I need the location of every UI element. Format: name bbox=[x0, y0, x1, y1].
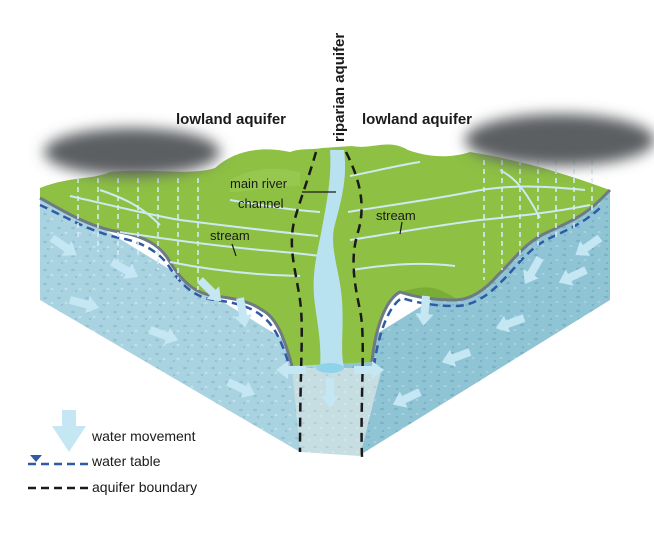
stream-right-label: stream bbox=[376, 208, 416, 223]
water-movement-arrow-icon bbox=[321, 378, 339, 408]
water-movement-arrow-icon bbox=[523, 256, 544, 284]
water-movement-arrow-icon bbox=[226, 378, 256, 398]
legend-water-movement-icon bbox=[52, 410, 86, 452]
stream-left-leader bbox=[231, 243, 237, 257]
riparian-aquifer-label: riparian aquifer bbox=[331, 33, 348, 142]
legend-aquifer-boundary-label: aquifer boundary bbox=[92, 479, 197, 495]
water-movement-arrow-icon bbox=[441, 348, 472, 367]
clouds bbox=[44, 114, 654, 176]
legend-water-movement-label: water movement bbox=[91, 428, 196, 444]
water-movement-arrow-icon bbox=[197, 277, 222, 302]
surface-hills-shade bbox=[230, 168, 300, 192]
stream-line bbox=[499, 169, 541, 219]
stream-line bbox=[229, 199, 321, 213]
aquifer-boundary-right bbox=[344, 151, 364, 459]
stream-line bbox=[169, 261, 301, 277]
leader-lines bbox=[231, 191, 403, 257]
stream-line bbox=[351, 262, 456, 271]
ground-block bbox=[40, 190, 610, 456]
stream-line bbox=[347, 185, 586, 213]
stream-line bbox=[349, 204, 591, 241]
water-movement-arrow-icon bbox=[495, 314, 526, 333]
water-table-right bbox=[372, 205, 603, 367]
water-movement-arrow-icon bbox=[415, 295, 434, 326]
main-river-label: main river bbox=[230, 176, 288, 191]
groundwater-arrows bbox=[49, 234, 603, 408]
aquifer-boundaries bbox=[290, 151, 364, 459]
streams bbox=[69, 161, 591, 277]
water-movement-arrow-icon bbox=[148, 326, 179, 345]
legend-water-table-marker-icon bbox=[30, 455, 42, 462]
main-river-channel bbox=[313, 150, 346, 368]
cloud-left-icon bbox=[44, 128, 220, 176]
surface-dark-patch bbox=[400, 287, 457, 300]
water-movement-arrow-icon bbox=[234, 297, 252, 328]
main-river-channel-label: channel bbox=[238, 196, 284, 211]
water-table-left bbox=[39, 203, 292, 369]
stream-line bbox=[69, 195, 319, 237]
right-ground-face bbox=[326, 190, 610, 455]
rain bbox=[77, 160, 593, 290]
left-cut-edge bbox=[39, 196, 294, 367]
water-movement-arrow-icon bbox=[68, 295, 99, 314]
river-pool bbox=[316, 363, 344, 373]
water-movement-arrow-icon bbox=[558, 266, 588, 286]
stream-line bbox=[119, 231, 321, 257]
stream-left-label: stream bbox=[210, 228, 250, 243]
cross-section-edges bbox=[39, 188, 612, 369]
water-movement-arrow-icon bbox=[354, 361, 384, 379]
front-aquifer-face bbox=[292, 368, 382, 456]
cloud-right-icon bbox=[465, 114, 654, 166]
lowland-aquifer-right-label: lowland aquifer bbox=[362, 111, 472, 128]
lowland-aquifer-left-label: lowland aquifer bbox=[176, 111, 286, 128]
water-movement-arrow-icon bbox=[110, 258, 138, 279]
stream-line bbox=[349, 161, 421, 177]
stream-line bbox=[99, 189, 161, 226]
legend: water movement water table aquifer bound… bbox=[28, 410, 197, 495]
legend-water-table-label: water table bbox=[91, 453, 161, 469]
water-movement-arrow-icon bbox=[575, 234, 603, 256]
right-cut-edge bbox=[370, 188, 612, 363]
stream-right-leader bbox=[399, 221, 403, 235]
left-ground-face bbox=[40, 190, 326, 452]
water-movement-arrow-icon bbox=[392, 388, 422, 408]
water-movement-arrow-icon bbox=[49, 234, 77, 256]
water-movement-arrow-icon bbox=[276, 361, 306, 379]
